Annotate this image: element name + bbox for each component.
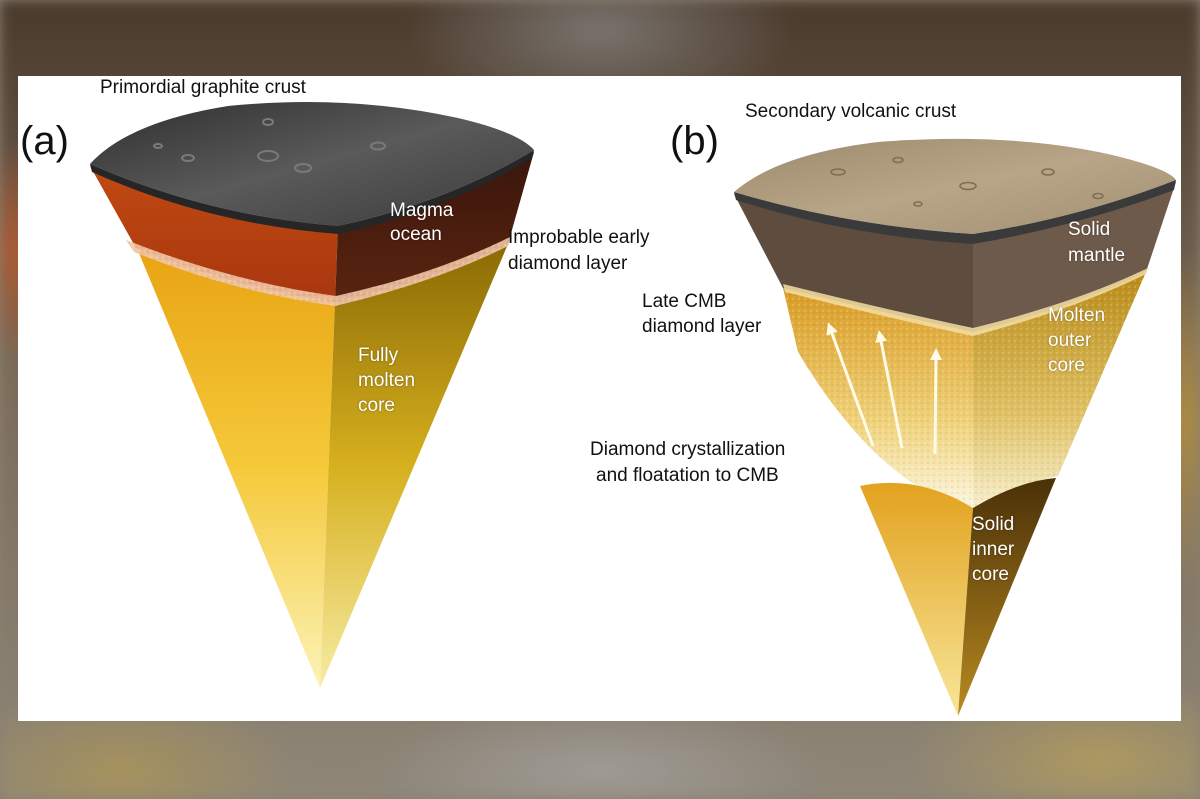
inner-core-label-line3: core [972, 564, 1009, 585]
floatation-arrow [875, 330, 904, 449]
cmb-diamond-layer [783, 268, 1148, 336]
crystallization-label-line1: Diamond crystallization [590, 439, 786, 460]
volcanic-crust-top [734, 138, 1176, 234]
floatation-arrow [929, 348, 942, 455]
panel-b-wedge [734, 138, 1176, 716]
outer-core-label-line1: Molten [1048, 305, 1106, 326]
outer-core-label-line2: outer [1048, 330, 1092, 351]
crystallization-label-line2: and floatation to CMB [596, 465, 779, 486]
early-diamond-label-line1: Improbable early [508, 227, 650, 248]
graphite-crust-top [90, 102, 534, 226]
crater-marks [153, 118, 386, 173]
figure-panel: (a) Primordial graphite crust Magma ocea… [18, 76, 1181, 721]
molten-core-side-a [320, 244, 508, 688]
mantle-label-line2: mantle [1068, 245, 1126, 266]
molten-core-front-a [136, 246, 335, 688]
floatation-arrows [826, 322, 942, 455]
crater-marks-b [830, 156, 1104, 207]
inner-core-front [860, 482, 973, 716]
volcanic-crust-label: Secondary volcanic crust [745, 101, 957, 122]
molten-core-label-line3: core [358, 395, 395, 416]
graphite-crust-label: Primordial graphite crust [100, 77, 306, 98]
early-diamond-label-line2: diamond layer [508, 253, 628, 274]
magma-label-line1: Magma [390, 200, 454, 221]
mantle-side [973, 182, 1176, 332]
inner-core-side [958, 478, 1056, 716]
panel-a-wedge [90, 102, 534, 688]
mantle-front [734, 194, 973, 332]
molten-core-label-line1: Fully [358, 345, 399, 366]
inner-core-label-line2: inner [972, 539, 1015, 560]
panel-b-tag: (b) [670, 119, 719, 163]
floatation-arrow [826, 322, 875, 447]
cmb-label-line2: diamond layer [642, 316, 762, 337]
panel-a-tag: (a) [20, 119, 69, 163]
cmb-label-line1: Late CMB [642, 291, 727, 312]
inner-core-label-line1: Solid [972, 514, 1015, 535]
magma-label-line2: ocean [390, 224, 442, 245]
magma-ocean-side [335, 152, 534, 302]
molten-core-label-line2: molten [358, 370, 416, 391]
figure-svg [90, 102, 1176, 716]
magma-ocean-front [90, 166, 338, 302]
outer-core-label-line3: core [1048, 355, 1085, 376]
mantle-label-line1: Solid [1068, 219, 1111, 240]
